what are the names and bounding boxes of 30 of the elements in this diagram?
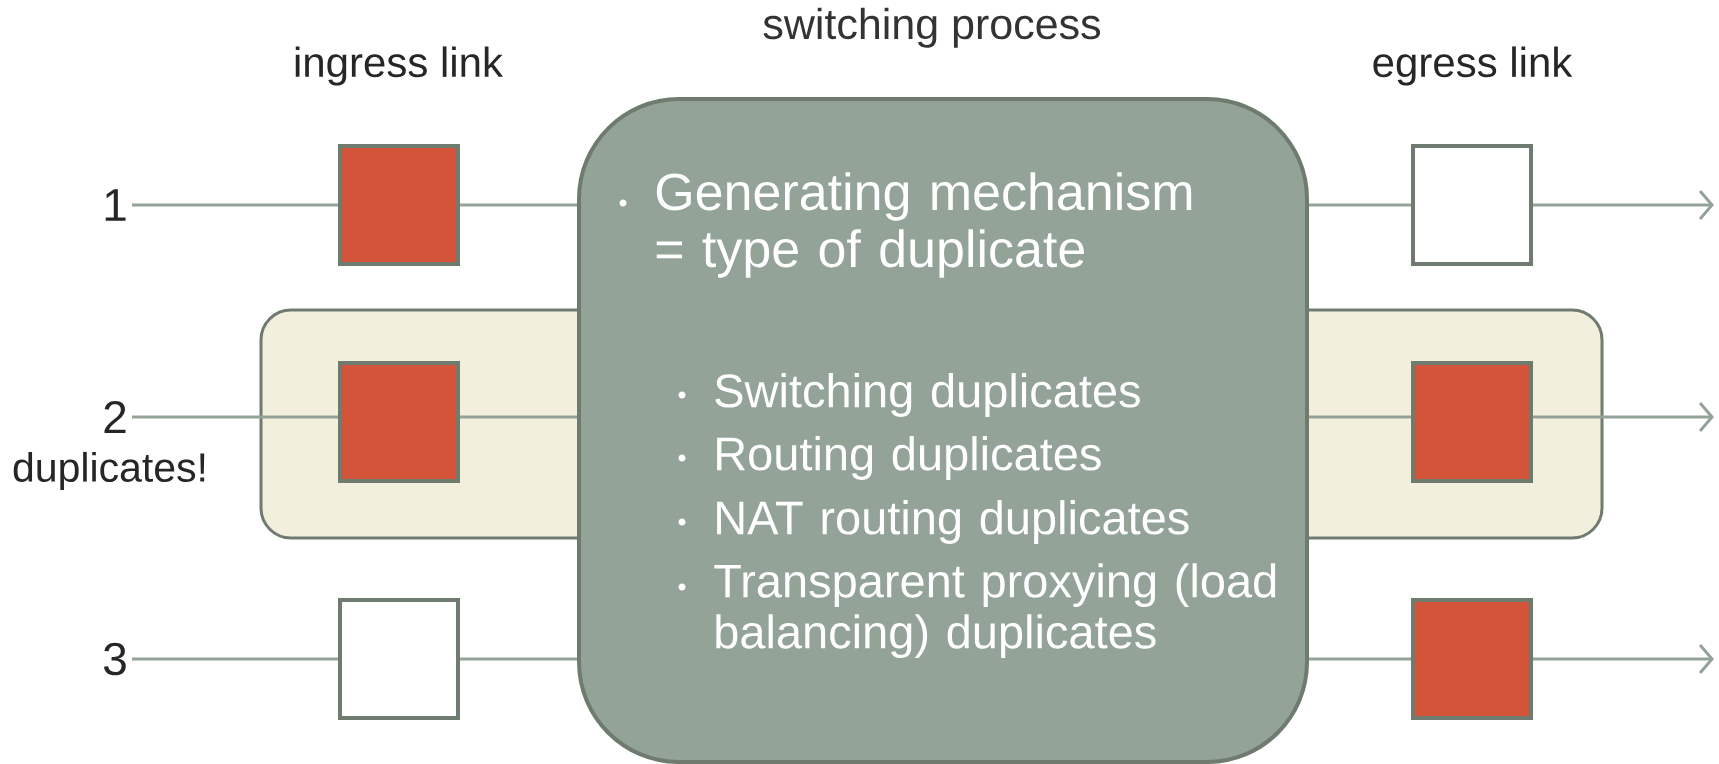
bullet-text: Transparent proxying (load balancing) duplicates bbox=[714, 563, 1276, 658]
column-label: ingress link bbox=[295, 46, 504, 86]
arrow bbox=[1533, 402, 1714, 432]
connector-line bbox=[132, 203, 338, 207]
row-number: 1 bbox=[105, 189, 126, 221]
arrow bbox=[1533, 190, 1714, 220]
bullet-text: Switching duplicates bbox=[715, 373, 1140, 417]
packet-box bbox=[1411, 361, 1533, 483]
connector-line bbox=[1309, 657, 1411, 661]
packet-box bbox=[338, 598, 460, 720]
row-number: 2 bbox=[104, 400, 126, 434]
packet-box bbox=[1411, 144, 1533, 266]
connector-line bbox=[460, 415, 577, 419]
bullet-text: NAT routing duplicates bbox=[717, 500, 1189, 544]
connector-line bbox=[460, 657, 577, 661]
heading-text: switching process bbox=[763, 7, 1101, 48]
connector-line bbox=[132, 657, 338, 661]
arrow bbox=[1533, 644, 1714, 674]
bullet-text: Generating mechanism = type of duplicate bbox=[656, 172, 1192, 278]
connector-line bbox=[1309, 203, 1411, 207]
connector-line bbox=[1309, 415, 1411, 419]
connector-line bbox=[132, 415, 338, 419]
packet-box bbox=[1411, 598, 1533, 720]
column-label: egress link bbox=[1373, 46, 1573, 86]
packet-box bbox=[338, 361, 460, 483]
bullet-text: Routing duplicates bbox=[717, 436, 1101, 480]
annotation-text: duplicates! bbox=[13, 451, 205, 491]
packet-box bbox=[338, 144, 460, 266]
row-number: 3 bbox=[103, 642, 126, 676]
connector-line bbox=[460, 203, 577, 207]
